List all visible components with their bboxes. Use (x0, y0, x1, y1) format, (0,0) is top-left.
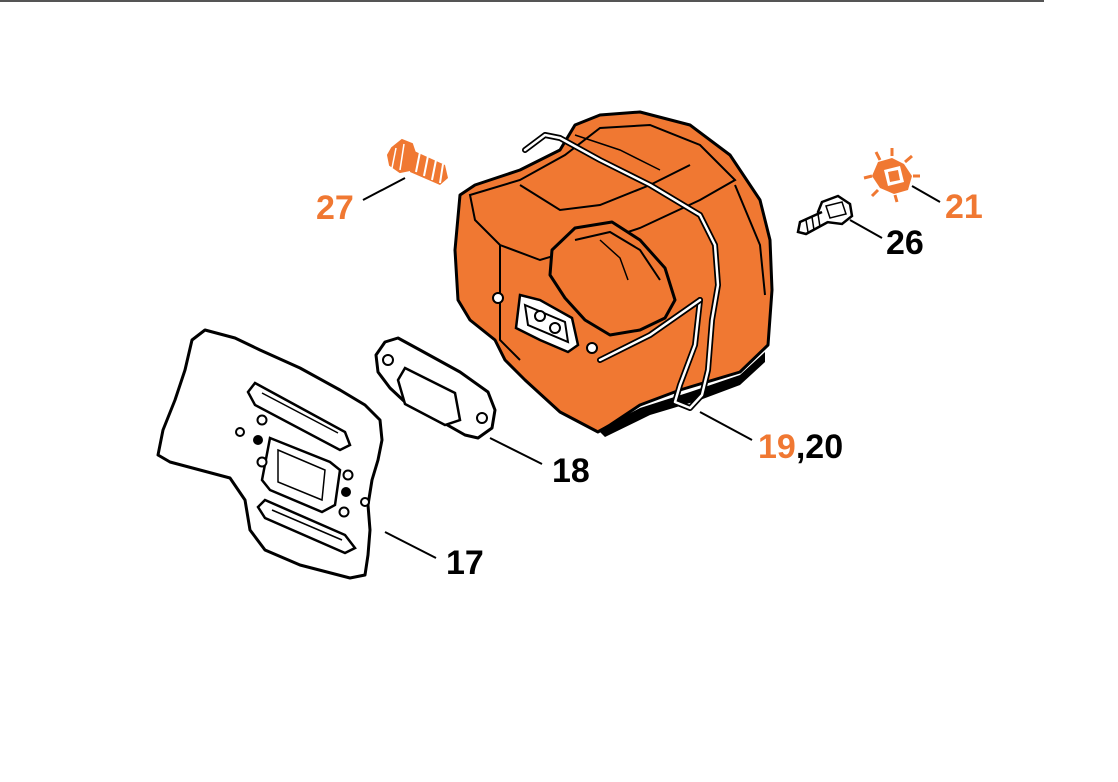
leader-line-26 (849, 219, 883, 239)
callout-20[interactable]: 20 (805, 428, 843, 466)
top-border-line (0, 0, 1044, 2)
part-18-gasket[interactable] (374, 336, 497, 440)
callout-18[interactable]: 18 (552, 452, 590, 490)
leader-line-19-20 (699, 411, 753, 441)
leader-line-21 (911, 185, 941, 203)
callout-26[interactable]: 26 (886, 224, 924, 262)
leader-line-18 (489, 437, 543, 465)
callout-separator: , (796, 428, 805, 466)
part-19-muffler[interactable] (453, 110, 774, 437)
part-27-bolt[interactable] (386, 138, 448, 185)
part-26-screw[interactable] (796, 194, 854, 236)
leader-line-17 (384, 531, 437, 559)
callout-27[interactable]: 27 (316, 189, 354, 227)
callout-19-20: 19,20 (758, 428, 843, 466)
callout-21[interactable]: 21 (945, 188, 983, 226)
callout-19[interactable]: 19 (758, 428, 796, 466)
callout-17[interactable]: 17 (446, 544, 484, 582)
part-17-plate[interactable] (156, 328, 384, 580)
leader-line-27 (362, 177, 406, 201)
part-21-nut[interactable] (863, 148, 920, 203)
